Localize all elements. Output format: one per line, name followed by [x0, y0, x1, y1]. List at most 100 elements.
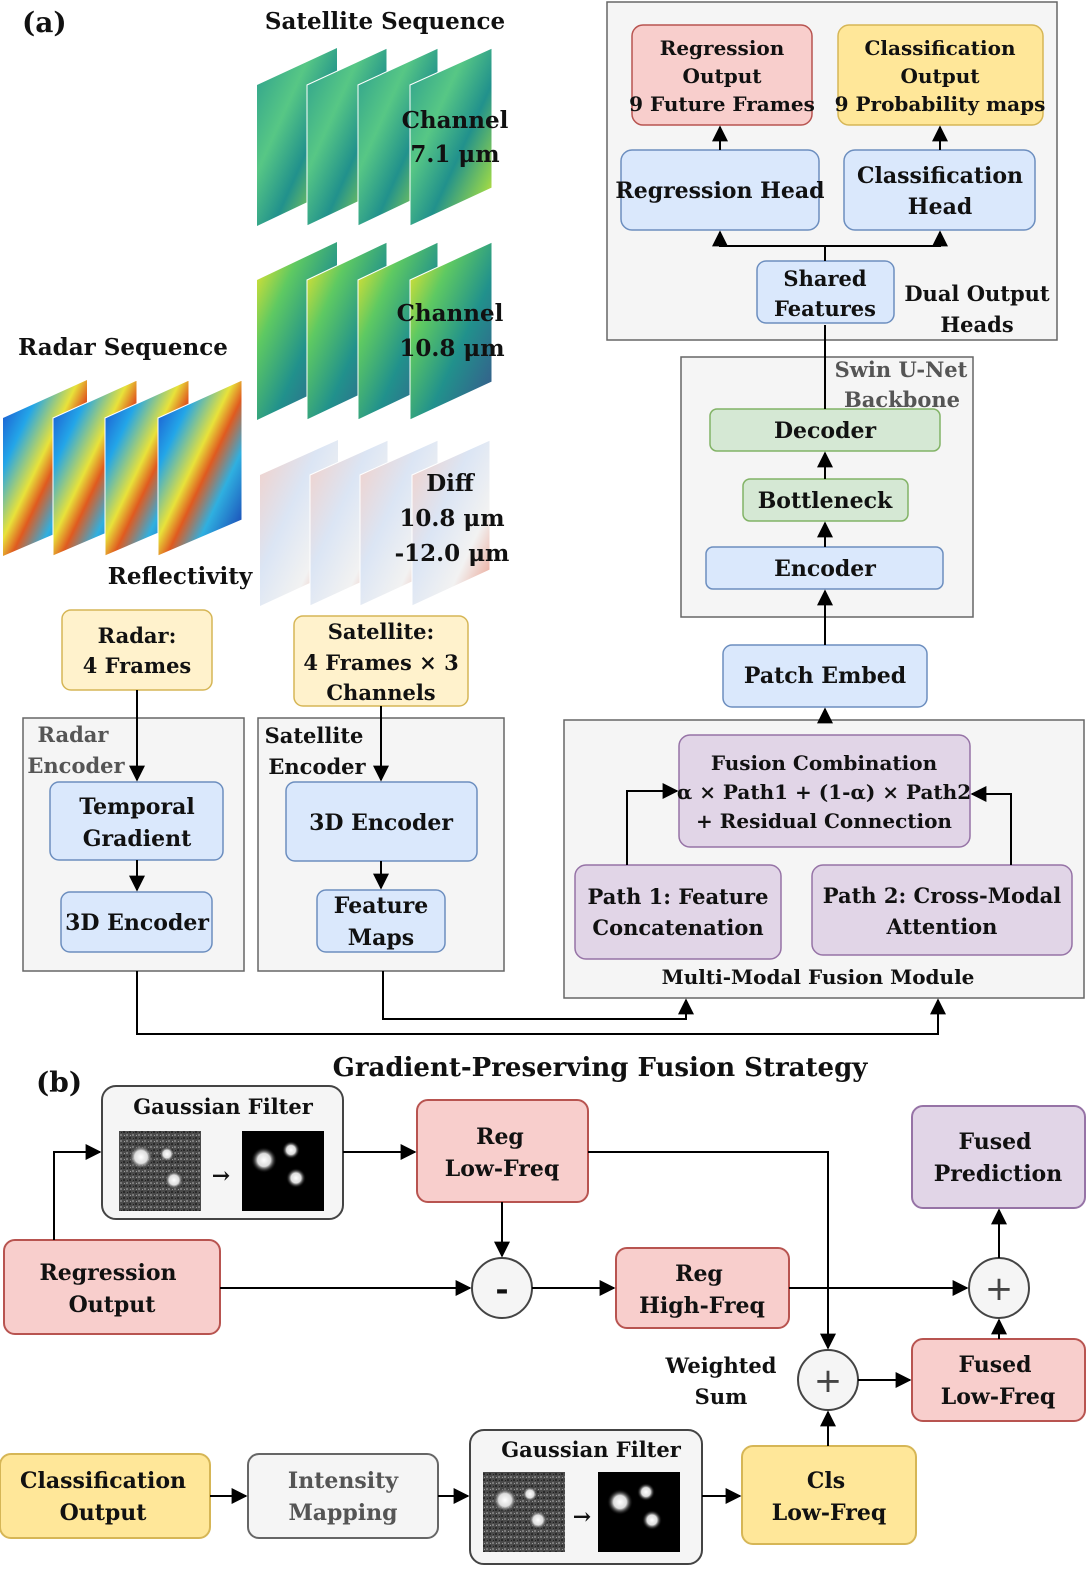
plus-symbol-sum: + — [814, 1361, 843, 1401]
b-classification-output-line2: Output — [60, 1500, 148, 1526]
classification-output-line2: Output — [901, 64, 981, 88]
fused-prediction-box: Fused Prediction — [911, 1105, 1086, 1209]
bottleneck-label: Bottleneck — [758, 488, 893, 514]
weighted-sum-operator: + — [797, 1349, 859, 1411]
diff-label-line1: Diff — [426, 470, 476, 497]
fusion-module-title: Multi-Modal Fusion Module — [662, 965, 975, 989]
panel-b-title: Gradient-Preserving Fusion Strategy — [333, 1053, 869, 1083]
path2-line1: Path 2: Cross-Modal — [823, 883, 1061, 908]
noisy-input-image-bottom — [483, 1472, 565, 1552]
path2-line2: Attention — [886, 914, 998, 939]
fusion-combination-line2: α × Path1 + (1-α) × Path2 — [677, 780, 971, 804]
radar-encoder-title-line2: Encoder — [27, 753, 125, 778]
panel-b-label: (b) — [36, 1066, 82, 1099]
channel-2-label-line1: Channel — [397, 300, 504, 327]
b-regression-output-box: Regression Output — [3, 1239, 221, 1335]
fused-low-freq-line1: Fused — [959, 1352, 1032, 1378]
reg-low-freq-line2: Low-Freq — [445, 1156, 559, 1182]
patch-embed-box: Patch Embed — [722, 644, 928, 708]
noisy-input-image — [119, 1131, 201, 1211]
classification-output-line3: 9 Probability maps — [835, 92, 1046, 116]
dual-heads-group: Regression Output 9 Future Frames Classi… — [606, 1, 1058, 341]
reg-high-freq-box: Reg High-Freq — [615, 1247, 790, 1329]
classification-head-line1: Classification — [857, 163, 1023, 189]
panel-b-arrows — [53, 1144, 1007, 1504]
satellite-channel-1-stack — [257, 47, 493, 227]
regression-output-line3: 9 Future Frames — [629, 92, 815, 116]
path2-box — [811, 864, 1073, 956]
satellite-sequence-title: Satellite Sequence — [265, 8, 505, 35]
satellite-input-box: Satellite: 4 Frames × 3 Channels — [293, 615, 469, 707]
satellite-input-line3: Channels — [326, 680, 435, 705]
radar-3d-encoder-box — [60, 891, 213, 953]
smoothed-output-image-bottom — [598, 1472, 680, 1552]
path1-line2: Concatenation — [592, 915, 763, 940]
shared-features-line1: Shared — [783, 266, 866, 291]
smoothed-output-image — [242, 1131, 324, 1211]
weighted-sum-line2: Sum — [695, 1384, 748, 1409]
feature-maps-line2: Maps — [348, 925, 414, 951]
regression-head-label: Regression Head — [615, 178, 824, 204]
radar-3d-encoder-label: 3D Encoder — [65, 910, 209, 936]
radar-input-box: Radar: 4 Frames — [61, 609, 213, 691]
intensity-mapping-box: Intensity Mapping — [247, 1453, 439, 1539]
gaussian-filter-bottom-title: Gaussian Filter — [501, 1437, 682, 1462]
radar-sequence-title: Radar Sequence — [18, 334, 228, 361]
radar-stack — [3, 379, 243, 557]
regression-output-line2: Output — [683, 64, 763, 88]
satellite-encoder-title-line1: Satellite — [265, 723, 364, 748]
dual-heads-title-line2: Heads — [940, 312, 1013, 337]
encoder-label: Encoder — [774, 556, 876, 582]
feature-maps-box — [316, 889, 446, 953]
regression-output-box — [631, 24, 813, 126]
panel-a-label: (a) — [22, 6, 67, 39]
intensity-mapping-line2: Mapping — [288, 1500, 397, 1526]
gaussian-filter-top: Gaussian Filter → — [101, 1085, 344, 1220]
channel-1-label-line1: Channel — [402, 107, 509, 134]
fusion-combination-line1: Fusion Combination — [711, 751, 938, 775]
reg-high-freq-line1: Reg — [675, 1261, 723, 1287]
path1-box — [574, 864, 782, 960]
reflectivity-label: Reflectivity — [108, 563, 253, 590]
fused-low-freq-box: Fused Low-Freq — [911, 1338, 1086, 1422]
subtract-operator: - — [471, 1257, 533, 1319]
reg-low-freq-line1: Reg — [476, 1124, 524, 1150]
reg-high-freq-line2: High-Freq — [639, 1293, 765, 1319]
final-add-operator: + — [968, 1257, 1030, 1319]
satellite-encoder-title-line2: Encoder — [268, 754, 366, 779]
satellite-channel-2-stack — [257, 241, 493, 421]
satellite-input-line1: Satellite: — [328, 619, 435, 644]
satellite-diff-stack — [260, 439, 491, 607]
channel-1-label-line2: 7.1 μm — [410, 141, 499, 168]
b-classification-output-line1: Classification — [20, 1468, 186, 1494]
fused-low-freq-line2: Low-Freq — [941, 1384, 1055, 1410]
decoder-label: Decoder — [774, 418, 877, 444]
diff-label-line3: -12.0 μm — [395, 540, 510, 567]
radar-input-line1: Radar: — [98, 623, 177, 648]
cls-low-freq-line2: Low-Freq — [772, 1500, 886, 1526]
panel-a-arrows — [129, 125, 1012, 1035]
satellite-3d-encoder-label: 3D Encoder — [309, 810, 453, 836]
classification-head-line2: Head — [908, 194, 972, 220]
radar-encoder-group: Radar Encoder Temporal Gradient 3D Encod… — [22, 717, 245, 972]
gaussian-filter-bottom: Gaussian Filter → — [469, 1429, 703, 1565]
b-regression-output-line1: Regression — [39, 1260, 176, 1286]
feature-maps-line1: Feature — [334, 893, 428, 919]
fusion-module-group: Fusion Combination α × Path1 + (1-α) × P… — [563, 719, 1085, 999]
satellite-encoder-group: Satellite Encoder 3D Encoder Feature Map… — [257, 717, 505, 972]
gaussian-filter-top-title: Gaussian Filter — [133, 1094, 314, 1119]
plus-symbol-final: + — [985, 1269, 1014, 1309]
backbone-title-line1: Swin U-Net — [835, 357, 968, 382]
reg-low-freq-box: Reg Low-Freq — [416, 1099, 589, 1203]
filter-arrow-top: → — [212, 1163, 230, 1189]
classification-output-line1: Classification — [865, 36, 1016, 60]
b-regression-output-line2: Output — [69, 1292, 157, 1318]
satellite-input-line2: 4 Frames × 3 — [303, 650, 458, 675]
minus-symbol: - — [495, 1270, 508, 1308]
backbone-title-line2: Backbone — [844, 387, 960, 412]
radar-input-line2: 4 Frames — [83, 653, 192, 678]
b-classification-output-box: Classification Output — [0, 1453, 211, 1539]
radar-encoder-title-line1: Radar — [38, 722, 110, 747]
shared-features-line2: Features — [774, 296, 876, 321]
